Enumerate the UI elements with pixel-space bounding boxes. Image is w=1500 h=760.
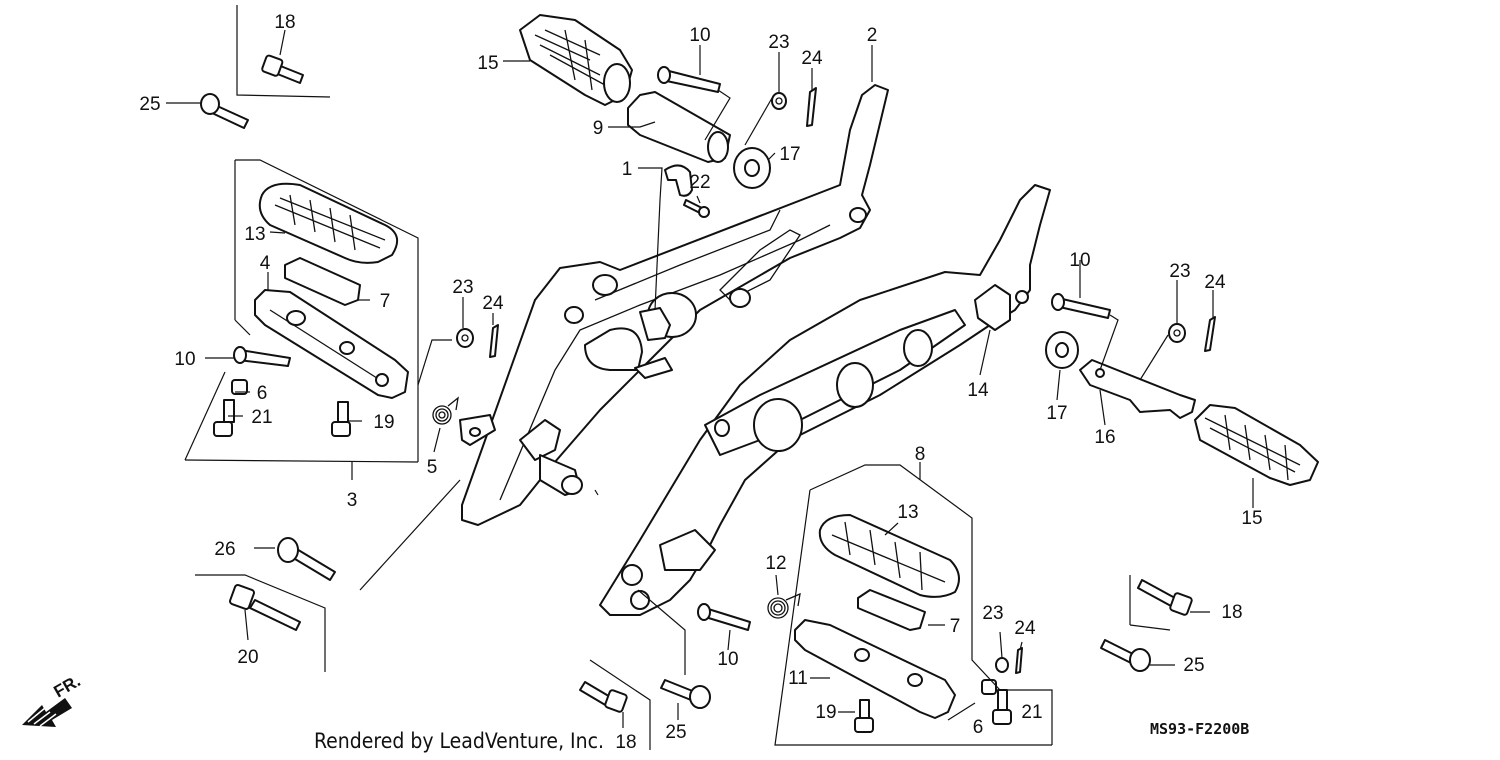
callout-1: 1 — [622, 159, 633, 180]
bolt-19-right[interactable] — [854, 699, 874, 733]
step-rubber-upper-left[interactable] — [519, 14, 633, 106]
bolt-18-top[interactable] — [261, 54, 304, 84]
callout-3: 3 — [347, 490, 358, 511]
callout-10: 10 — [717, 649, 738, 670]
callout-10: 10 — [1069, 250, 1090, 271]
callout-7: 7 — [950, 616, 961, 637]
collar-6-right[interactable] — [981, 679, 997, 695]
callout-15: 15 — [1241, 508, 1262, 529]
washer-17-upper[interactable] — [733, 147, 771, 189]
spring-5[interactable] — [432, 396, 459, 425]
callout-23: 23 — [452, 277, 473, 298]
step-arm-16[interactable] — [1079, 359, 1196, 419]
pin-10-left[interactable] — [233, 346, 291, 367]
left-step-bracket[interactable] — [459, 84, 889, 526]
washer-23-d[interactable] — [995, 657, 1009, 673]
clamp-1[interactable] — [664, 164, 693, 197]
step-arm-9[interactable] — [627, 91, 731, 163]
washer-23-c[interactable] — [1168, 323, 1186, 343]
callout-6: 6 — [257, 383, 268, 404]
collar-6-left[interactable] — [231, 379, 248, 395]
callout-23: 23 — [1169, 261, 1190, 282]
cotter-pin-24-c[interactable] — [1204, 316, 1216, 352]
pin-10-right[interactable] — [1051, 293, 1111, 319]
callout-7: 7 — [380, 291, 391, 312]
callout-24: 24 — [1204, 272, 1226, 293]
washer-17-right[interactable] — [1045, 331, 1079, 369]
callout-4: 4 — [260, 253, 271, 274]
step-rubber-13-left[interactable] — [258, 182, 399, 264]
bolt-20[interactable] — [229, 584, 301, 631]
callout-14: 14 — [967, 380, 989, 401]
pin-10-lower[interactable] — [697, 603, 751, 631]
diagram-code: MS93-F2200B — [1150, 720, 1249, 738]
callout-6: 6 — [973, 717, 984, 738]
callout-13: 13 — [897, 502, 918, 523]
credit-text: Rendered by LeadVenture, Inc. — [314, 729, 604, 753]
callout-11: 11 — [788, 668, 808, 689]
cotter-pin-24-b[interactable] — [489, 324, 499, 358]
callout-26: 26 — [214, 539, 235, 560]
bolt-18-right[interactable] — [1137, 579, 1193, 616]
callout-23: 23 — [768, 32, 789, 53]
callout-2: 2 — [867, 25, 878, 46]
callout-9: 9 — [593, 118, 604, 139]
leader-lines — [166, 29, 1254, 728]
callout-5: 5 — [427, 457, 438, 478]
bolt-19-left[interactable] — [331, 401, 351, 437]
front-label: FR. — [51, 671, 84, 701]
callout-21: 21 — [1021, 702, 1042, 723]
bolt-26[interactable] — [277, 537, 336, 581]
step-rubber-13-right[interactable] — [818, 514, 960, 598]
callout-25: 25 — [665, 722, 686, 743]
washer-23-b[interactable] — [456, 328, 474, 348]
callout-10: 10 — [689, 25, 710, 46]
pin-10-upper[interactable] — [657, 66, 721, 93]
callout-24: 24 — [801, 48, 823, 69]
step-rubber-right[interactable] — [1194, 404, 1319, 486]
step-holder-4[interactable] — [254, 289, 409, 399]
bolt-25-top-left[interactable] — [200, 93, 249, 129]
callout-20: 20 — [237, 647, 258, 668]
bolt-21-left[interactable] — [213, 399, 235, 437]
assembly-frame-8 — [774, 464, 1053, 746]
callout-12: 12 — [765, 553, 786, 574]
callout-10: 10 — [174, 349, 195, 370]
callout-19: 19 — [373, 412, 394, 433]
callout-17: 17 — [779, 144, 800, 165]
bolt-22[interactable] — [683, 199, 710, 218]
callout-13: 13 — [244, 224, 265, 245]
bolt-18-bottom[interactable] — [579, 681, 628, 713]
callout-16: 16 — [1094, 427, 1115, 448]
plate-7-right[interactable] — [857, 589, 926, 631]
callout-18: 18 — [1221, 602, 1242, 623]
callout-18: 18 — [274, 12, 295, 33]
callout-23: 23 — [982, 603, 1003, 624]
callout-25: 25 — [139, 94, 160, 115]
callout-24: 24 — [1014, 618, 1036, 639]
bolt-25-bottom[interactable] — [660, 679, 711, 709]
step-holder-11[interactable] — [794, 619, 956, 719]
callout-labels: 18 25 15 10 23 24 2 9 17 1 22 13 4 7 23 … — [139, 12, 1262, 753]
callout-25: 25 — [1183, 655, 1204, 676]
front-direction-arrow-icon: FR. — [22, 671, 84, 727]
bolt-21-right[interactable] — [992, 689, 1012, 725]
assembly-frame-3 — [184, 159, 419, 463]
callout-8: 8 — [915, 444, 926, 465]
callout-24: 24 — [482, 293, 504, 314]
bracket-lines — [195, 5, 1171, 750]
spring-12[interactable] — [767, 592, 801, 619]
washer-23-a[interactable] — [771, 92, 787, 110]
callout-21: 21 — [251, 407, 272, 428]
callout-15: 15 — [477, 53, 498, 74]
cotter-pin-24-a[interactable] — [806, 87, 817, 127]
cotter-pin-24-d[interactable] — [1015, 647, 1023, 674]
callout-19: 19 — [815, 702, 836, 723]
callout-17: 17 — [1046, 403, 1067, 424]
right-step-bracket[interactable] — [599, 184, 1051, 616]
callout-18: 18 — [615, 732, 636, 753]
callout-22: 22 — [689, 172, 710, 193]
bolt-25-right[interactable] — [1100, 639, 1151, 672]
